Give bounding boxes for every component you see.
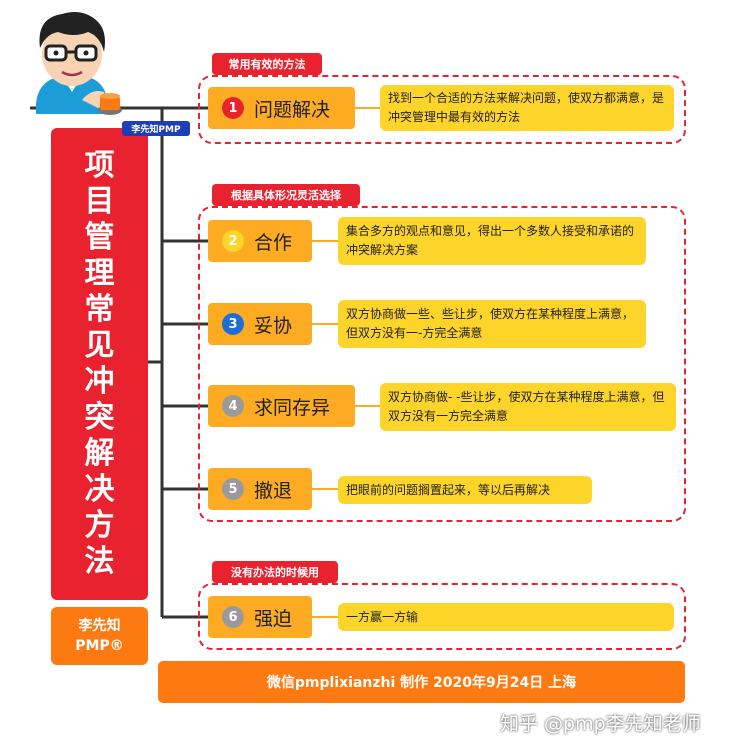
title-char: 冲 [84, 364, 115, 399]
method-description: 把眼前的问题搁置起来，等以后再解决 [338, 476, 592, 504]
title-char: 项 [84, 148, 115, 183]
number-2-icon: 2 [222, 230, 244, 252]
method-description: 集合多方的观点和意见，得出一个多数人接受和承诺的冲突解决方案 [338, 217, 646, 265]
method-description: 一方赢一方输 [338, 603, 674, 631]
title-char: 理 [84, 256, 115, 291]
group-label-flexible: 根据具体形况灵活选择 [212, 184, 360, 206]
method-description: 双方协商做- -些让步，使双方在某种程度上满意，但双方没有一方完全满意 [380, 383, 676, 431]
number-4-icon: 4 [222, 395, 244, 417]
title-char: 决 [84, 472, 115, 507]
title-char: 解 [84, 436, 115, 471]
method-name: 问题解决 [254, 98, 331, 121]
method-seek-common-ground: 4 求同存异 [208, 385, 355, 427]
number-1-icon: 1 [222, 97, 244, 119]
method-description: 找到一个合适的方法来解决问题，使双方都满意，是冲突管理中最有效的方法 [380, 85, 674, 131]
group-label-common: 常用有效的方法 [212, 53, 322, 75]
title-char: 管 [84, 220, 115, 255]
main-title: 项目管理常见冲突解决方法 [51, 128, 148, 600]
author-credential: PMP® [75, 638, 124, 654]
watermark: 知乎 @pmp李先知老师 [500, 712, 701, 735]
group-box-common [198, 75, 686, 144]
title-char: 突 [84, 400, 115, 435]
avatar [36, 12, 122, 115]
footer-credit: 微信pmplixianzhi 制作 2020年9月24日 上海 [158, 661, 685, 703]
number-5-icon: 5 [222, 478, 244, 500]
method-name: 强迫 [254, 607, 293, 630]
method-name: 撤退 [254, 479, 293, 502]
author-name: 李先知 [78, 618, 121, 634]
group-box-last-resort [198, 583, 686, 650]
title-char: 见 [84, 328, 115, 363]
title-char: 方 [84, 508, 115, 543]
author-badge: 李先知PMP [122, 121, 190, 136]
method-force: 6 强迫 [208, 596, 312, 638]
number-3-icon: 3 [222, 313, 244, 335]
method-problem-solving: 1 问题解决 [208, 87, 355, 129]
author-label: 李先知 PMP® [51, 607, 148, 665]
method-compromise: 3 妥协 [208, 303, 312, 345]
title-char: 法 [84, 544, 115, 579]
group-label-last-resort: 没有办法的时候用 [212, 561, 338, 583]
method-description: 双方协商做一些、些让步，使双方在某种程度上满意，但双方没有一-方完全满意 [338, 300, 646, 348]
title-char: 目 [84, 184, 115, 219]
group-box-flexible [198, 206, 686, 522]
number-6-icon: 6 [222, 606, 244, 628]
title-char: 常 [84, 292, 115, 327]
method-name: 合作 [254, 231, 293, 254]
method-name: 求同存异 [254, 396, 331, 419]
method-withdraw: 5 撤退 [208, 468, 312, 510]
method-name: 妥协 [254, 314, 293, 337]
method-collaborate: 2 合作 [208, 220, 312, 262]
